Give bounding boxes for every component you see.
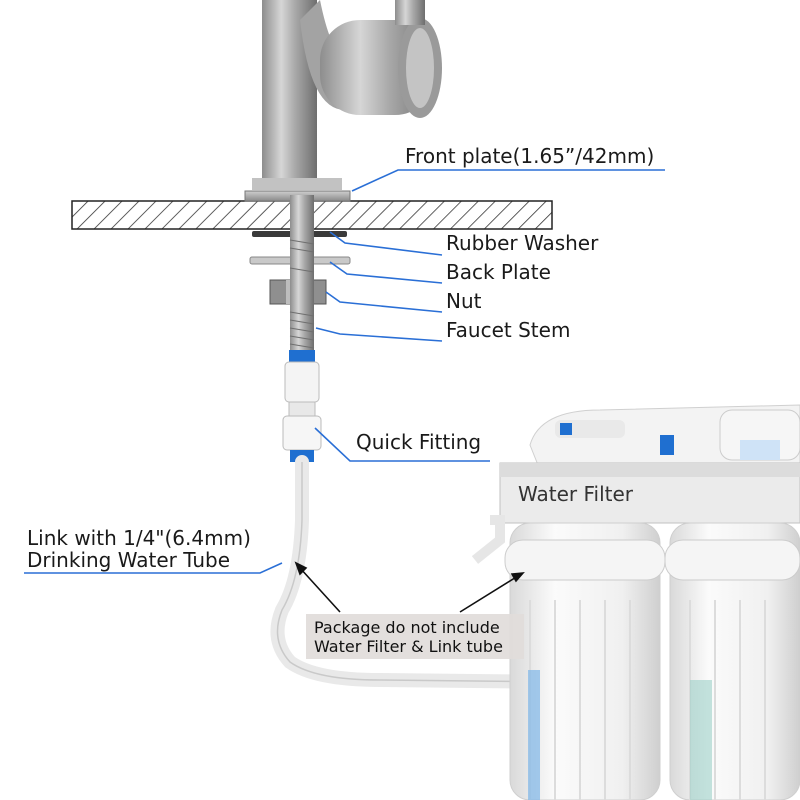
package-note-box: Package do not include Water Filter & Li… <box>306 614 524 659</box>
faucet-body <box>252 0 442 190</box>
nut-label: Nut <box>446 289 482 313</box>
rubber-washer-label: Rubber Washer <box>446 231 599 255</box>
leader-lines <box>24 169 665 574</box>
faucet-stem-label: Faucet Stem <box>446 318 571 342</box>
package-note-line2: Water Filter & Link tube <box>314 637 503 656</box>
water-filter-label: Water Filter <box>518 482 634 506</box>
quick-fitting-label: Quick Fitting <box>356 430 482 454</box>
quick-fitting-graphic <box>282 350 322 462</box>
back-plate-label: Back Plate <box>446 260 551 284</box>
front-plate-label: Front plate(1.65”/42mm) <box>405 144 655 168</box>
pointer-arrows <box>294 561 525 613</box>
mounting-hardware <box>249 195 351 355</box>
package-note-line1: Package do not include <box>314 618 500 637</box>
link-tube-label-line2: Drinking Water Tube <box>27 548 231 572</box>
link-tube-label-line1: Link with 1/4"(6.4mm) <box>27 526 251 550</box>
water-filter-assembly <box>471 404 800 800</box>
